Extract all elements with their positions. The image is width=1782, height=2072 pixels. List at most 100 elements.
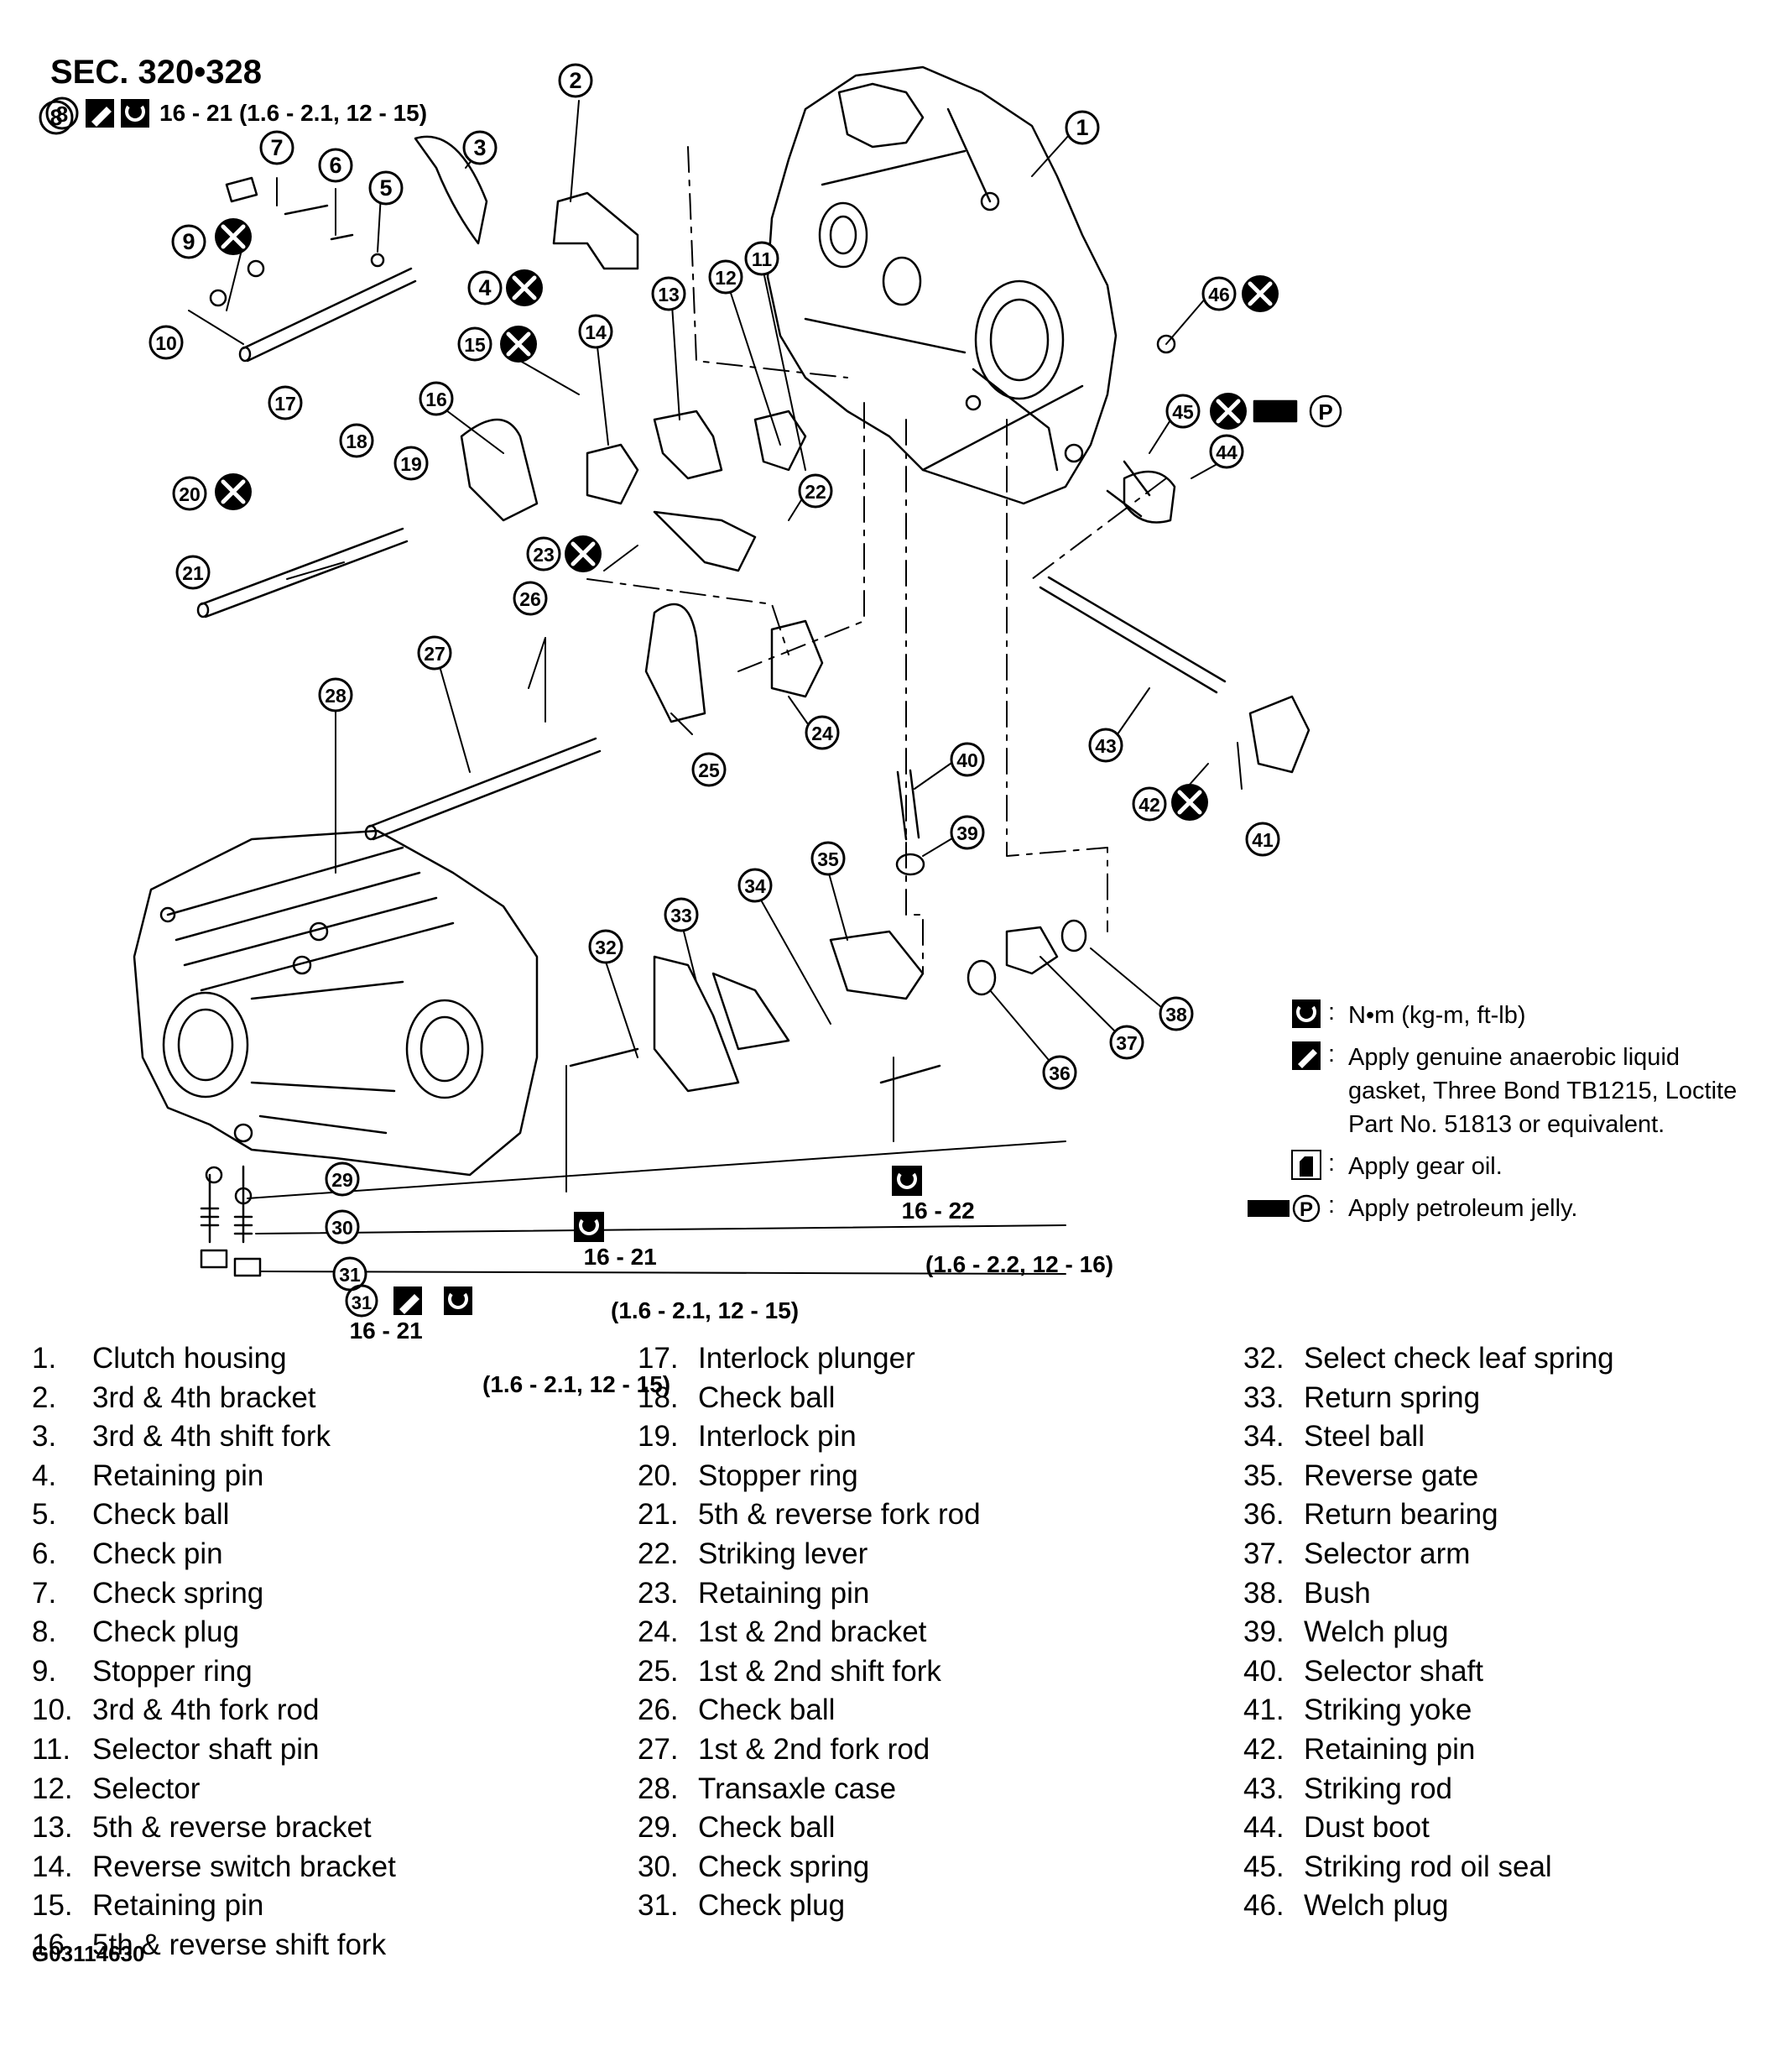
- callout-number: 31: [339, 1264, 361, 1286]
- callout-circle: [805, 715, 840, 750]
- replace-mark-42: [1171, 784, 1208, 821]
- callout-2: 2: [558, 63, 593, 98]
- part-name: Check ball: [698, 1380, 836, 1414]
- callout-3: 3: [462, 130, 498, 165]
- callout-16: 16: [419, 381, 454, 416]
- part-name: 5th & reverse fork rod: [698, 1498, 981, 1532]
- replace-mark-23: [565, 535, 602, 572]
- callout-number: 45: [1172, 401, 1194, 423]
- callout-30: 30: [325, 1209, 360, 1245]
- part-number: 32.: [1243, 1342, 1284, 1375]
- callout-44: 44: [1209, 434, 1244, 469]
- callout-circle: [691, 752, 727, 787]
- callout-circle: [339, 423, 374, 458]
- part-number: 33.: [1243, 1380, 1284, 1414]
- part-name: Welch plug: [1304, 1889, 1449, 1923]
- parts-list-item: 24.1st & 2nd bracket: [638, 1613, 981, 1652]
- parts-list-item: 25.1st & 2nd shift fork: [638, 1652, 981, 1692]
- part-number: 37.: [1243, 1537, 1284, 1570]
- legend-text: Apply genuine anaerobic liquid gasket, T…: [1348, 1044, 1738, 1138]
- part-number: 30.: [638, 1850, 679, 1883]
- callout-circle: [1165, 394, 1201, 429]
- part-name: Retaining pin: [92, 1889, 264, 1923]
- callout-22: 22: [798, 473, 833, 509]
- callout-circle: [393, 446, 429, 481]
- petroleum-jelly-mark: P: [1253, 394, 1342, 428]
- callout-circle: [148, 325, 184, 360]
- callout-4: 4: [467, 270, 503, 305]
- callout-circle: [325, 1209, 360, 1245]
- callout-number: 4: [478, 275, 491, 300]
- torque-spec-bolt-35: 16 - 22 (1.6 - 2.2, 12 - 16): [877, 1137, 1113, 1305]
- callout-circle: [318, 148, 353, 183]
- part-name: Selector arm: [1304, 1537, 1471, 1570]
- callout-25: 25: [691, 752, 727, 787]
- callout-number: 6: [329, 153, 341, 178]
- torque-spec-part-label: 8: [56, 102, 68, 127]
- torque-wrench-icon: [891, 1166, 922, 1196]
- part-number: 2.: [32, 1380, 57, 1414]
- callout-circle: [950, 742, 985, 777]
- part-number: 26.: [638, 1694, 679, 1727]
- part-number: 21.: [638, 1498, 679, 1532]
- alignment-lines: [586, 146, 1167, 974]
- replace-mark-20: [215, 473, 252, 510]
- callout-7: 7: [259, 130, 294, 165]
- callout-circle: [1159, 996, 1194, 1031]
- parts-list-item: 39.Welch plug: [1243, 1613, 1614, 1652]
- parts-list-item: 37. Selector arm: [1243, 1535, 1614, 1574]
- callout-37: 37: [1109, 1025, 1144, 1060]
- part-number: 38.: [1243, 1576, 1284, 1610]
- parts-list-item: 33.Return spring: [1243, 1379, 1614, 1418]
- part-number: 4.: [32, 1459, 57, 1492]
- legend-row: P : Apply petroleum jelly.: [1225, 1192, 1762, 1225]
- parts-list-item: 10.3rd & 4th fork rod: [32, 1691, 396, 1730]
- callout-number: 16: [425, 389, 447, 410]
- callout-14: 14: [578, 314, 613, 349]
- callout-circle: [588, 929, 623, 964]
- callout-number: 3: [473, 135, 486, 160]
- torque-wrench-icon: [1292, 999, 1321, 1028]
- part-name: Interlock pin: [698, 1420, 857, 1454]
- part-name: Check spring: [92, 1576, 264, 1610]
- callout-number: 25: [698, 759, 720, 781]
- callout-number: 44: [1216, 441, 1238, 463]
- replace-mark-9: [215, 218, 252, 255]
- parts-list-item: 1.Clutch housing: [32, 1339, 396, 1379]
- callout-31: 31: [332, 1256, 367, 1292]
- part-name: 5th & reverse bracket: [92, 1811, 372, 1845]
- callout-number: 20: [179, 483, 201, 505]
- callout-number: 23: [533, 544, 555, 566]
- part-name: 3rd & 4th bracket: [92, 1380, 316, 1414]
- callout-number: 13: [658, 284, 680, 305]
- callout-15: 15: [457, 326, 492, 362]
- legend-text: Apply petroleum jelly.: [1348, 1195, 1578, 1222]
- callout-9: 9: [171, 224, 206, 259]
- part-name: Retaining pin: [698, 1576, 870, 1610]
- callout-28: 28: [318, 677, 353, 712]
- part-number: 18.: [638, 1380, 679, 1414]
- callout-number: 40: [956, 749, 978, 771]
- replace-mark-46: [1242, 275, 1279, 312]
- symbol-legend: : N•m (kg-m, ft-lb) : Apply genuine anae…: [1225, 999, 1762, 1234]
- callout-circle: [1209, 434, 1244, 469]
- callout-number: 18: [346, 431, 367, 452]
- part-number: 9.: [32, 1654, 57, 1688]
- part-name: Interlock plunger: [698, 1342, 915, 1375]
- shift-forks-drawing: [200, 135, 1310, 1277]
- parts-list-item: 46.Welch plug: [1243, 1887, 1614, 1926]
- callout-circle: [578, 314, 613, 349]
- callout-23: 23: [526, 536, 561, 571]
- parts-list-item: 31.Check plug: [638, 1887, 981, 1926]
- part-name: Striking rod oil seal: [1304, 1850, 1552, 1883]
- torque-spec-line2: (1.6 - 2.1, 12 - 15): [482, 1371, 671, 1397]
- part-number: 11.: [32, 1732, 71, 1766]
- callout-number: 14: [585, 321, 607, 343]
- torque-spec-line1: 16 - 21: [583, 1244, 657, 1270]
- part-name: Check pin: [92, 1537, 223, 1570]
- callout-24: 24: [805, 715, 840, 750]
- part-number: 12.: [32, 1772, 73, 1805]
- parts-list-item: 15.Retaining pin: [32, 1887, 396, 1926]
- callout-29: 29: [325, 1161, 360, 1197]
- callout-layer: 1234567891011121314151617181920212223242…: [39, 63, 1280, 1292]
